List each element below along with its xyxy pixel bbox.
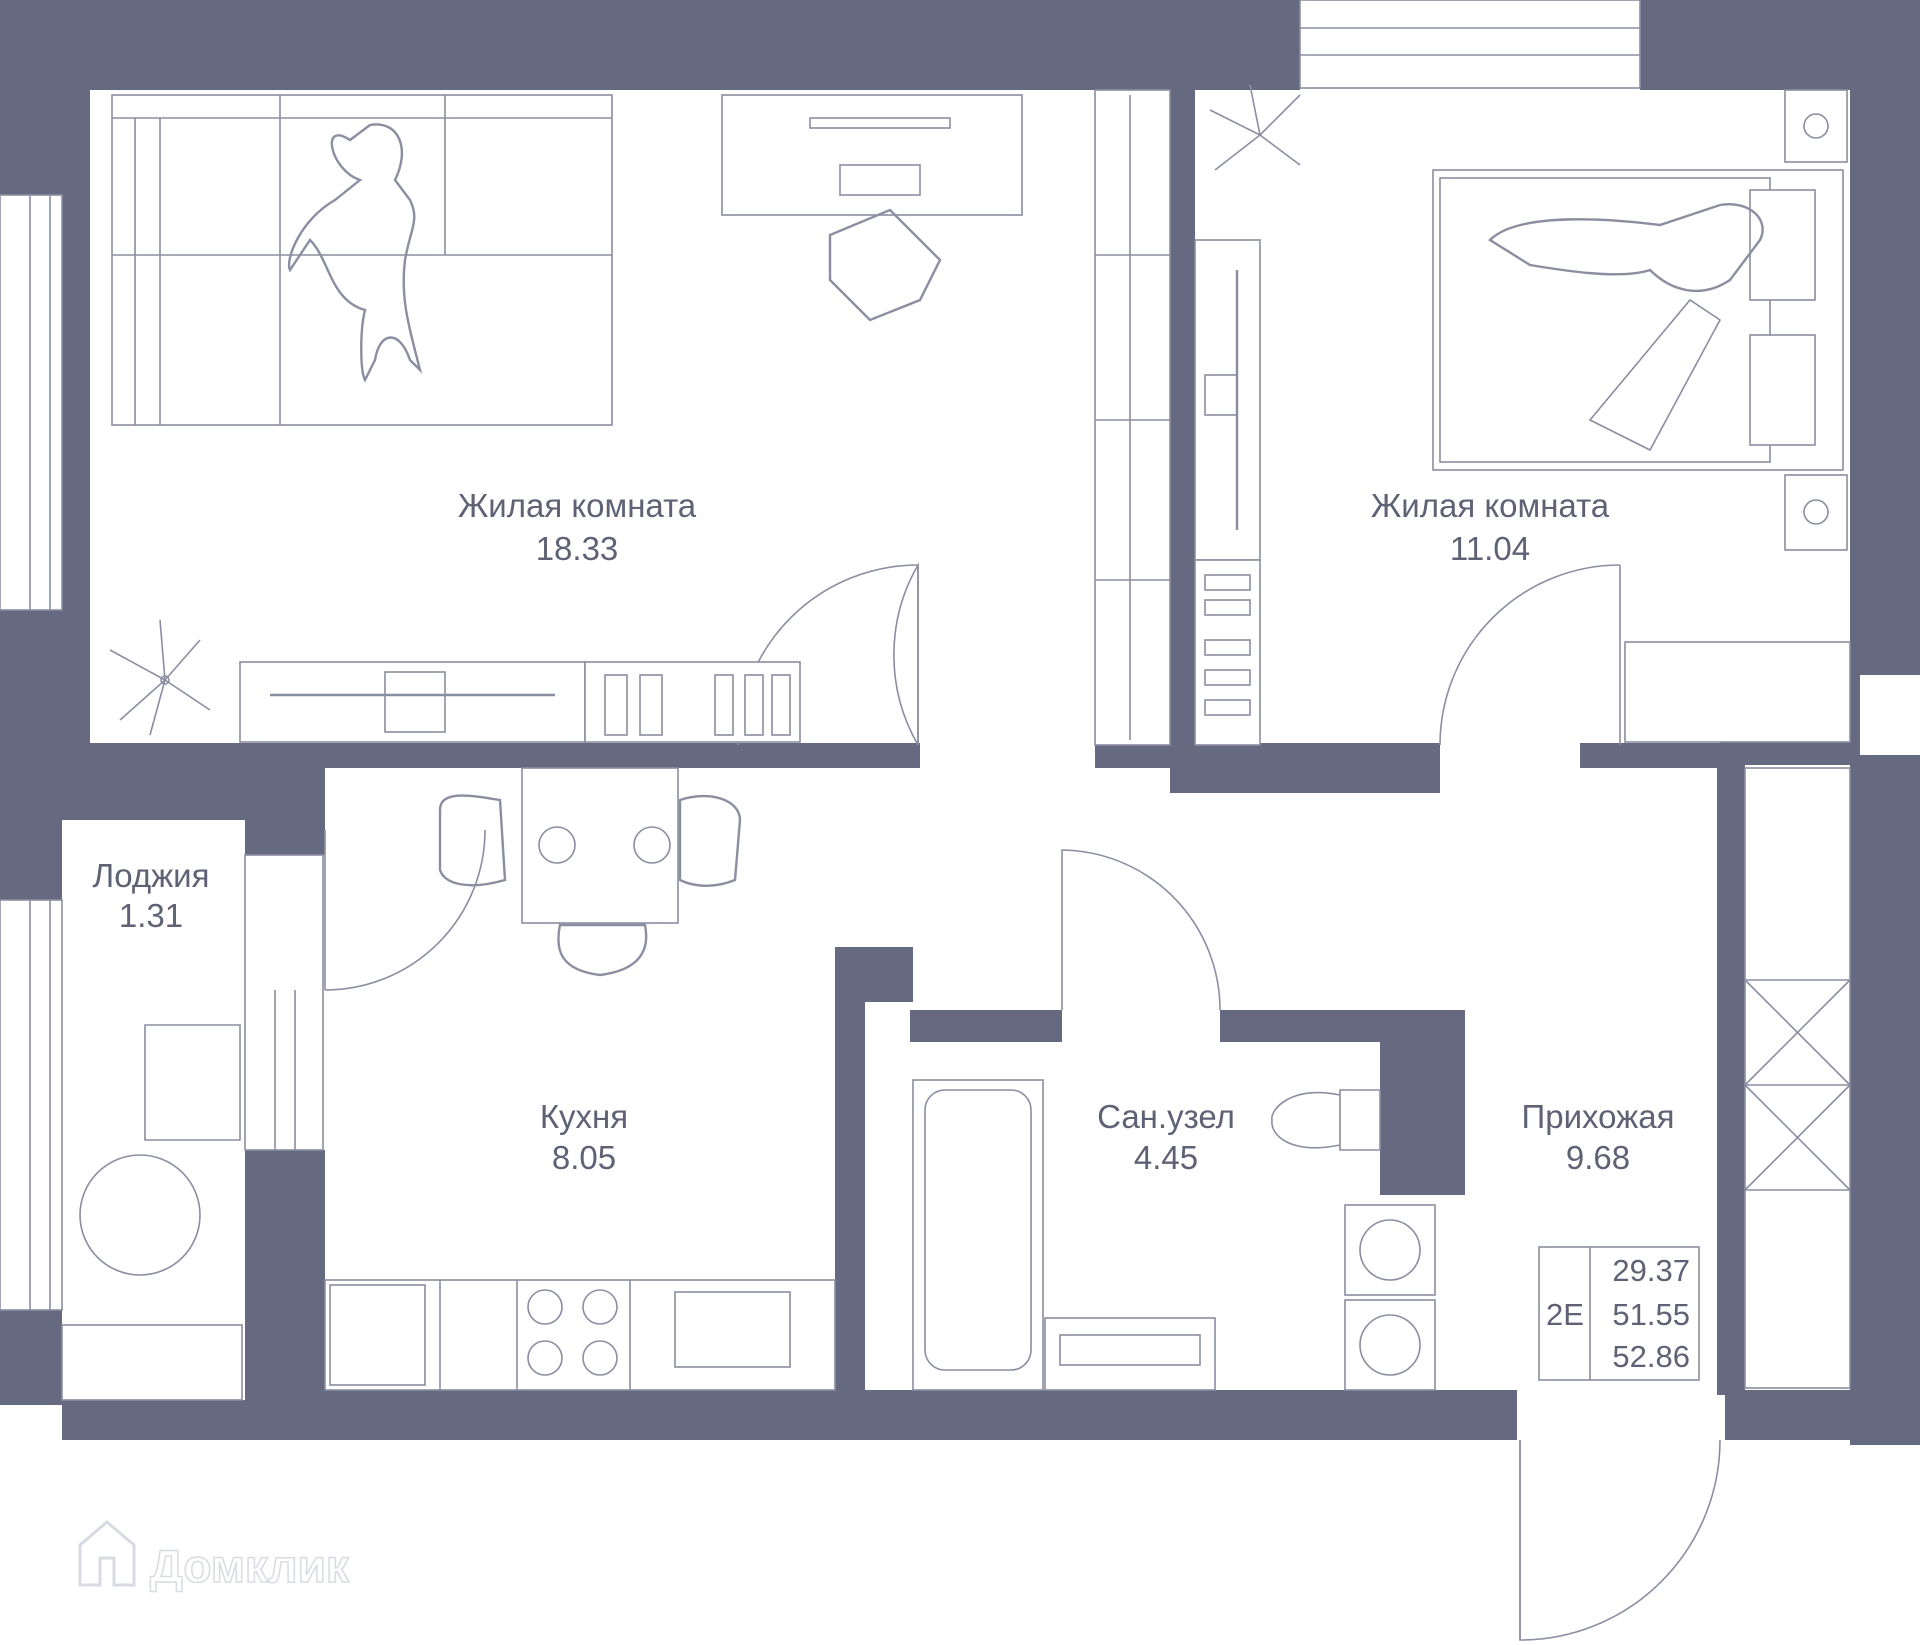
nightstand-2 — [1784, 474, 1848, 551]
plant-icon — [109, 619, 211, 736]
loggia-rack — [61, 1324, 243, 1401]
room-name-kitchen: Кухня — [540, 1098, 628, 1135]
armchair — [144, 1024, 241, 1141]
living2-furniture — [1194, 84, 1851, 746]
chair-right — [678, 794, 742, 887]
room-area-bathroom: 4.45 — [1134, 1139, 1198, 1176]
tv-unit-2 — [1194, 239, 1261, 561]
desk — [721, 94, 1023, 216]
total-with-loggia-value: 52.86 — [1612, 1339, 1690, 1374]
dryer — [1344, 1299, 1436, 1391]
person-icon — [287, 123, 423, 383]
kitchen-counter — [324, 1279, 836, 1391]
hallway-furniture — [1744, 767, 1851, 1389]
room-name-bathroom: Сан.узел — [1097, 1098, 1235, 1135]
hall-wardrobe — [1744, 767, 1851, 1389]
burner-2 — [582, 1289, 618, 1325]
watermark-text: Домклик — [150, 1540, 350, 1592]
shelves-2 — [1194, 559, 1261, 746]
room-area-kitchen: 8.05 — [552, 1139, 616, 1176]
room-area-loggia: 1.31 — [119, 897, 183, 934]
burner-1 — [527, 1289, 563, 1325]
chair-left — [438, 794, 507, 887]
windows — [0, 0, 1641, 1311]
room-name-loggia: Лоджия — [93, 857, 210, 894]
area-summary-box: 2Е 29.37 51.55 52.86 — [1538, 1246, 1700, 1381]
door-kitchen — [324, 829, 486, 991]
sleeping-person-icon — [1488, 203, 1764, 293]
plate-1 — [538, 826, 576, 864]
plate-2 — [633, 826, 671, 864]
kitchen-furniture — [324, 767, 836, 1391]
burner-3 — [527, 1340, 563, 1376]
chair-bottom — [557, 923, 648, 977]
door-entrance — [1519, 1439, 1721, 1641]
room-name-living1: Жилая комната — [458, 487, 697, 524]
room-name-hallway: Прихожая — [1522, 1098, 1675, 1135]
room-name-living2: Жилая комната — [1371, 487, 1610, 524]
room-area-living2: 11.04 — [1450, 530, 1530, 567]
nightstand-1 — [1784, 89, 1848, 163]
pillow-2 — [1749, 334, 1816, 446]
wardrobe-1 — [1094, 89, 1171, 746]
washing-machine — [1344, 1204, 1436, 1296]
bathtub — [912, 1079, 1044, 1391]
room-area-living1: 18.33 — [536, 530, 619, 567]
room-area-hallway: 9.68 — [1566, 1139, 1630, 1176]
bathroom-furniture — [912, 1079, 1436, 1391]
living-area-value: 29.37 — [1612, 1253, 1690, 1288]
burner-4 — [582, 1340, 618, 1376]
house-logo-icon — [78, 1520, 136, 1587]
room-labels: Жилая комната 18.33 Жилая комната 11.04 … — [93, 487, 1675, 1176]
dining-table — [521, 767, 679, 924]
sofa — [111, 94, 613, 426]
desk-chair — [828, 208, 942, 322]
round-table — [79, 1154, 201, 1276]
living1-furniture — [109, 89, 1171, 746]
walls — [0, 0, 1920, 1445]
pillow-1 — [1749, 189, 1816, 301]
door-bathroom — [1061, 849, 1221, 1011]
apartment-type-code: 2Е — [1546, 1297, 1584, 1332]
door-living2 — [1439, 564, 1621, 746]
tv-console — [239, 661, 586, 743]
sink — [674, 1291, 791, 1368]
bath-sink — [1044, 1317, 1216, 1391]
total-area-value: 51.55 — [1612, 1297, 1690, 1332]
loggia-furniture — [61, 1024, 243, 1401]
watermark: Домклик — [78, 1520, 351, 1593]
blanket — [1588, 298, 1722, 452]
doors — [324, 562, 1721, 1641]
toilet — [1271, 1089, 1381, 1151]
plant-icon-2 — [1209, 84, 1301, 171]
bookshelf — [584, 661, 801, 743]
wardrobe-2 — [1624, 641, 1851, 743]
